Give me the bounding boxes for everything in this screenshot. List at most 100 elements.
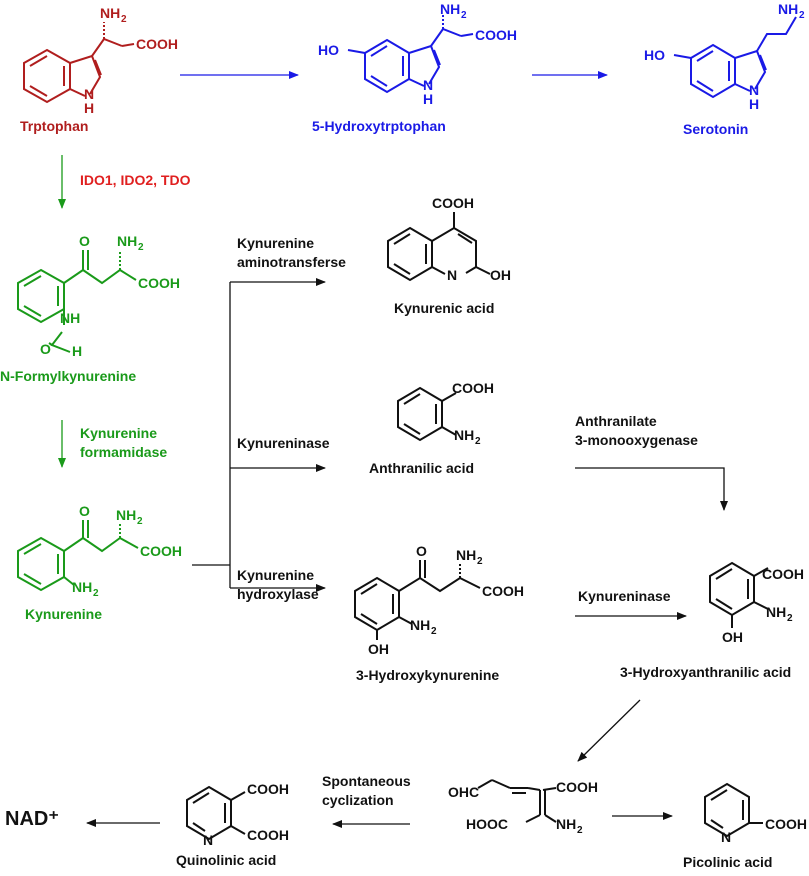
- quinolinic-acid-structure: [186, 785, 246, 841]
- svg-text:NH: NH: [60, 310, 80, 326]
- svg-text:N: N: [423, 77, 433, 93]
- kynurenine-formamidase-label-line1: Kynurenine: [80, 425, 158, 441]
- svg-text:NH: NH: [766, 604, 786, 620]
- svg-text:OH: OH: [490, 267, 511, 283]
- svg-text:O: O: [40, 341, 51, 357]
- kynureninase-label-1: Kynureninase: [237, 435, 330, 451]
- picolinic-acid-label: Picolinic acid: [683, 854, 773, 870]
- picolinic-acid-atoms: N COOH: [721, 816, 807, 845]
- svg-text:N: N: [721, 829, 731, 845]
- spontaneous-cyclization-label-line1: Spontaneous: [322, 773, 411, 789]
- svg-text:COOH: COOH: [482, 583, 524, 599]
- kynurenine-structure: [17, 520, 139, 592]
- svg-text:H: H: [749, 96, 759, 112]
- svg-text:HOOC: HOOC: [466, 816, 508, 832]
- svg-text:NH: NH: [410, 617, 430, 633]
- svg-text:2: 2: [461, 10, 467, 21]
- svg-text:NH: NH: [778, 1, 798, 17]
- svg-text:2: 2: [475, 436, 481, 447]
- svg-text:O: O: [416, 543, 427, 559]
- kynurenic-acid-label: Kynurenic acid: [394, 300, 495, 316]
- 3-hydroxykynurenine-label: 3-Hydroxykynurenine: [356, 667, 500, 683]
- svg-text:2: 2: [137, 516, 143, 527]
- svg-text:COOH: COOH: [432, 195, 474, 211]
- kynurenine-label: Kynurenine: [25, 606, 103, 622]
- nad-label: NAD⁺: [5, 808, 59, 830]
- svg-text:NH: NH: [72, 579, 92, 595]
- svg-text:HO: HO: [644, 47, 665, 63]
- svg-text:HO: HO: [318, 42, 339, 58]
- picolinic-acid-structure: [704, 782, 763, 838]
- n-formylkynurenine-structure: [17, 250, 137, 353]
- acms-structure: [477, 779, 557, 823]
- serotonin-structure: [673, 16, 797, 99]
- svg-text:COOH: COOH: [762, 566, 804, 582]
- svg-text:COOH: COOH: [140, 543, 182, 559]
- quinolinic-acid-label: Quinolinic acid: [176, 852, 277, 868]
- svg-text:NH: NH: [100, 5, 120, 21]
- svg-text:2: 2: [121, 14, 127, 25]
- svg-text:OHC: OHC: [448, 784, 479, 800]
- kynurenine-hydroxylase-label-line1: Kynurenine: [237, 567, 315, 583]
- svg-text:COOH: COOH: [765, 816, 807, 832]
- svg-text:2: 2: [477, 556, 483, 567]
- tryptophan-structure: [23, 22, 135, 104]
- anthranilic-acid-structure: [397, 386, 457, 442]
- 3-hydroxyanthranilic-acid-label: 3-Hydroxyanthranilic acid: [620, 664, 792, 680]
- anthranilic-acid-label: Anthranilic acid: [369, 460, 475, 476]
- hydroxytryptophan-structure: [347, 14, 474, 94]
- svg-text:OH: OH: [368, 641, 389, 657]
- svg-text:OH: OH: [722, 629, 743, 645]
- svg-text:2: 2: [138, 242, 144, 253]
- svg-text:H: H: [423, 91, 433, 107]
- svg-text:NH: NH: [440, 1, 460, 17]
- ido-tdo-enzyme-label: IDO1, IDO2, TDO: [80, 172, 191, 188]
- svg-text:COOH: COOH: [136, 36, 178, 52]
- svg-text:NH: NH: [456, 547, 476, 563]
- kynurenine-aminotransferase-label-line2: aminotransferse: [237, 254, 346, 270]
- svg-text:COOH: COOH: [138, 275, 180, 291]
- svg-text:N: N: [447, 267, 457, 283]
- svg-text:2: 2: [799, 10, 805, 21]
- arrow-anthranilic-to-3haa: [575, 467, 728, 511]
- kynurenine-formamidase-label-line2: formamidase: [80, 444, 168, 460]
- svg-text:N: N: [749, 82, 759, 98]
- svg-text:2: 2: [787, 613, 793, 624]
- svg-text:2: 2: [93, 588, 99, 599]
- svg-text:H: H: [84, 100, 94, 116]
- tryptophan-label: Trptophan: [20, 118, 89, 134]
- branch-lines: [192, 282, 231, 588]
- 3-hydroxyanthranilic-acid-structure: [709, 561, 769, 628]
- arrow-3haa-to-intermediate: [577, 699, 641, 762]
- svg-text:H: H: [72, 343, 82, 359]
- kynurenic-acid-structure: [387, 212, 491, 282]
- n-formylkynurenine-label: N-Formylkynurenine: [0, 368, 137, 384]
- 3-hydroxykynurenine-structure: [354, 560, 481, 640]
- kynureninase-label-2: Kynureninase: [578, 588, 671, 604]
- kynurenic-acid-atoms: COOH N OH: [432, 195, 511, 283]
- anthranilate-monooxygenase-label-line2: 3-monooxygenase: [575, 432, 698, 448]
- svg-text:COOH: COOH: [247, 781, 289, 797]
- svg-text:NH: NH: [116, 507, 136, 523]
- svg-text:O: O: [79, 503, 90, 519]
- svg-text:NH: NH: [454, 427, 474, 443]
- spontaneous-cyclization-label-line2: cyclization: [322, 792, 394, 808]
- svg-text:2: 2: [431, 626, 437, 637]
- quinolinic-acid-atoms: COOH N COOH: [203, 781, 289, 848]
- svg-text:O: O: [79, 233, 90, 249]
- svg-text:2: 2: [577, 825, 583, 836]
- svg-text:N: N: [203, 832, 213, 848]
- 5-hydroxytryptophan-label: 5-Hydroxytrptophan: [312, 118, 446, 134]
- svg-text:COOH: COOH: [247, 827, 289, 843]
- kynurenine-hydroxylase-label-line2: hydroxylase: [237, 586, 319, 602]
- svg-text:N: N: [84, 86, 94, 102]
